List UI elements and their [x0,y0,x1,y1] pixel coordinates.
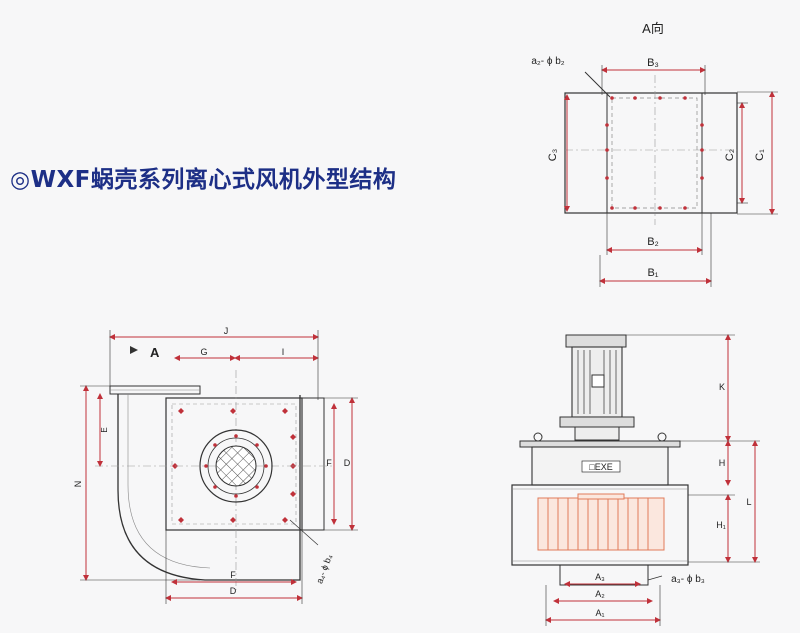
side-view: □EXE K H [511,334,760,626]
motor-plate-label: □EXE [589,462,612,472]
view-direction-arrow [130,346,138,354]
dim-c2: C₂ [724,149,736,161]
flange-outline [564,92,738,214]
dim-c3: C₃ [547,149,559,161]
dim-d-bottom: D [230,586,237,596]
dim-l: L [746,497,751,507]
view-a-header: A向 [642,21,664,36]
dim-b2: B₂ [647,236,659,248]
impeller [537,497,665,551]
motor-terminal-box [591,374,605,388]
dim-a2: A₂ [595,589,605,599]
dim-a1: A₁ [595,608,604,618]
scroll-casing [117,394,301,581]
dim-d-right: D [344,458,351,468]
inlet-grille [215,445,257,487]
dim-f-right: F [326,458,332,468]
dim-c1: C₁ [754,149,766,161]
dim-k: K [719,382,725,392]
view-a: A向 a₂- ϕ b₂ B₃ B₂ [531,21,778,287]
front-view: J G I A [73,326,358,604]
dim-g: G [200,347,207,357]
view-a-hole-spec: a₂- ϕ b₂ [531,56,564,67]
side-hole-spec: a₃- ϕ b₃ [671,574,705,585]
page-title: ◎WXF蜗壳系列离心式风机外型结构 [10,167,397,193]
inlet-ring [199,429,273,503]
dim-n: N [73,481,83,488]
dim-h1: H₁ [716,520,726,530]
dim-j: J [224,326,229,336]
front-hole-spec: a₄- ϕ b₄ [314,553,334,585]
dim-f-bottom: F [230,570,236,580]
dim-e: E [100,427,109,432]
dim-a3: A₃ [595,572,605,582]
dim-b1: B₁ [647,267,658,279]
fan-housing [511,484,689,566]
dim-b3: B₃ [647,57,659,69]
dim-i: I [282,347,285,357]
view-arrow-label: A [150,345,160,360]
dim-h: H [719,458,726,468]
